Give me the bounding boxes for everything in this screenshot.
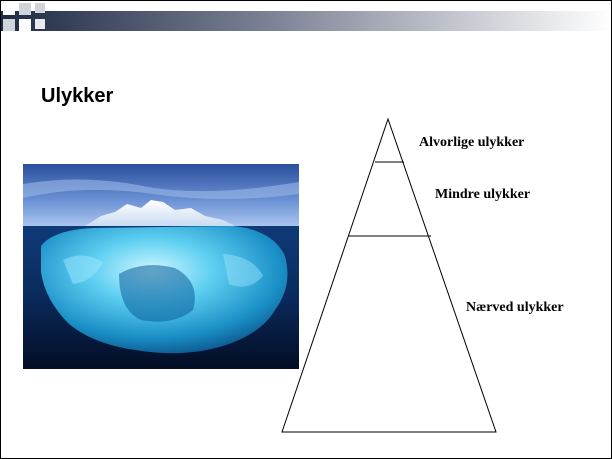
slide-title: Ulykker — [41, 85, 114, 107]
corner-logo-icon — [1, 1, 61, 53]
label-alvorlige-ulykker: Alvorlige ulykker — [419, 135, 524, 150]
label-mindre-ulykker: Mindre ulykker — [435, 187, 530, 202]
header-gradient-bar — [1, 11, 611, 31]
label-naerved-ulykker: Nærved ulykker — [466, 300, 564, 315]
iceberg-image — [23, 164, 299, 369]
pyramid-outline — [281, 117, 497, 433]
